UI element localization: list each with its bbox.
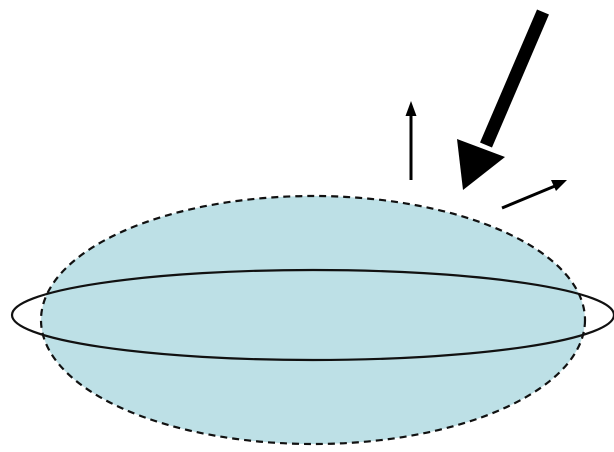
incoming-arrow-head [457,139,505,190]
upward-arrow-head [406,101,417,116]
incoming-arrow [457,12,543,190]
outgoing-arrow [502,180,567,208]
upward-arrow [406,101,417,180]
incoming-arrow-shaft [486,12,543,145]
outgoing-arrow-shaft [502,186,555,208]
outer-dashed-ellipsoid [41,196,585,444]
